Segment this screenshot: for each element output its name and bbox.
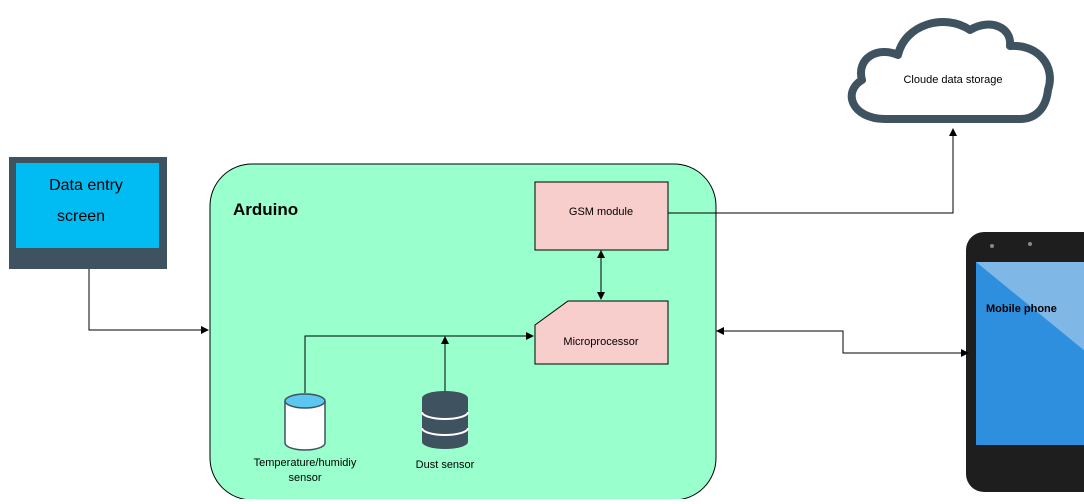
microprocessor [534,300,669,365]
phone-label: Mobile phone [986,303,1057,315]
connector-screen-to-arduino [88,269,209,334]
dust-sensor-icon [421,391,469,449]
gsm-module [534,181,669,251]
temp-sensor-label-line2: sensor [288,472,321,484]
temp-sensor-label-line1: Temperature/humidiy [254,457,357,469]
cloud-icon [847,18,1054,123]
temp-humidity-sensor-icon [284,393,326,451]
monitor-label-line1: Data entry [49,177,123,194]
gsm-label: GSM module [569,206,633,218]
dust-sensor-label: Dust sensor [416,459,475,471]
connector-gsm-to-cloud [668,128,957,214]
connector-temp-to-microprocessor [304,332,534,393]
mobile-phone-icon [966,232,1084,492]
cloud-label: Cloude data storage [903,74,1002,86]
monitor-label-line2: screen [57,208,105,225]
microprocessor-label: Microprocessor [563,336,639,348]
arduino-title: Arduino [233,200,298,219]
connector-arduino-phone [716,327,969,357]
monitor-screen [16,163,159,248]
monitor-icon [9,157,167,269]
